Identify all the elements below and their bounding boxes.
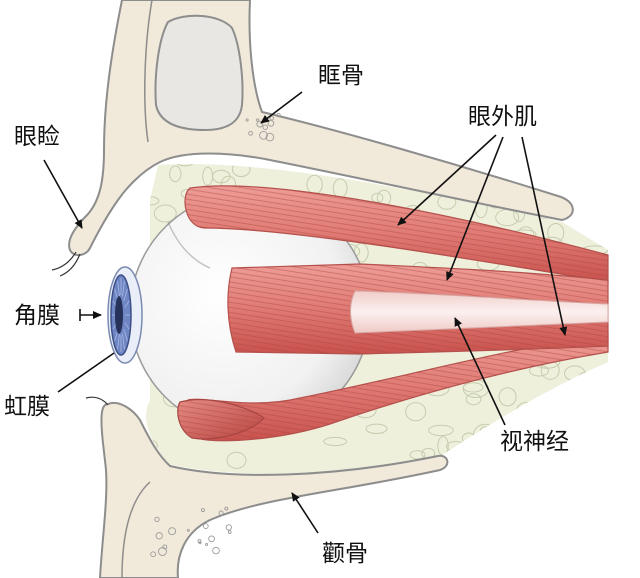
- fat-lobule: [579, 164, 603, 176]
- label-cornea: 角膜: [14, 303, 60, 329]
- bone-pore: [197, 539, 202, 544]
- iris-fiber: [117, 280, 120, 297]
- bone-pore: [186, 528, 190, 532]
- bone-texture-lower: [150, 506, 232, 558]
- fat-lobule: [569, 423, 596, 436]
- fat-lobule: [515, 401, 539, 423]
- fat-lobule: [477, 433, 489, 444]
- bone-pore: [155, 532, 163, 540]
- fat-lobule: [578, 371, 593, 383]
- bone-pore: [245, 118, 249, 122]
- eyelid-pointer: [43, 159, 83, 229]
- optic-nerve: [350, 290, 609, 334]
- orbital-bone-pointer: [260, 91, 303, 124]
- fat-lobule: [323, 436, 348, 447]
- bone-pore: [262, 124, 268, 130]
- bone-pore: [154, 516, 160, 523]
- eyeball-seam: [167, 221, 211, 269]
- iris-fiber: [123, 288, 128, 302]
- bone-pore: [259, 130, 268, 140]
- bone-pore: [256, 118, 260, 122]
- fat-lobule: [583, 171, 596, 184]
- fat-lobule: [567, 402, 581, 418]
- bone-pore: [224, 506, 229, 511]
- iris-pointer: [57, 352, 115, 393]
- fat-lobule: [211, 169, 231, 184]
- bone-pore: [202, 523, 209, 529]
- iris-fibers: [112, 278, 130, 352]
- label-eyelid: 眼睑: [14, 124, 60, 150]
- bone-pore: [200, 508, 205, 513]
- fat-lobule: [597, 222, 609, 234]
- bone-pore: [276, 112, 281, 118]
- upper-eyelash-2: [59, 253, 81, 277]
- fat-lobule: [465, 393, 482, 406]
- bone-pore: [208, 535, 215, 543]
- iris-fiber: [124, 300, 130, 308]
- fat-lobule: [153, 204, 177, 223]
- fat-lobule: [596, 216, 609, 231]
- extraocular-muscle-pointer-inferior: [521, 136, 568, 336]
- fat-lobule: [498, 387, 517, 407]
- label-orbital-bone: 眶骨: [318, 63, 364, 89]
- lower-bone-inner-line: [121, 481, 151, 578]
- superior-rectus-striation: [185, 185, 608, 282]
- pupil: [115, 296, 123, 334]
- frontal-sinus: [154, 14, 244, 132]
- bone-pore: [248, 130, 253, 136]
- upper-eyelash: [51, 251, 77, 271]
- bone-pore: [218, 510, 224, 516]
- fat-lobule: [538, 167, 562, 181]
- bone-pore: [265, 132, 275, 142]
- lower-eyelash: [85, 396, 109, 406]
- bone-pore: [212, 546, 220, 555]
- bone-pore: [168, 527, 177, 536]
- inferior-oblique-striation: [177, 399, 264, 439]
- fat-lobule: [514, 452, 529, 473]
- optic-nerve-pointer: [454, 317, 506, 426]
- fat-lobule: [581, 400, 604, 417]
- extraocular-muscle-pointer-superior: [397, 134, 497, 226]
- fat-lobule: [174, 164, 196, 167]
- fat-lobule: [428, 424, 454, 437]
- iris-fiber: [122, 280, 125, 297]
- bone-pore: [269, 115, 274, 121]
- fat-lobule: [560, 399, 582, 417]
- fat-lobule: [559, 170, 577, 184]
- fat-lobule: [462, 382, 484, 393]
- inferior-rectus-striation: [183, 334, 609, 441]
- label-extraocular-muscles: 眼外肌: [468, 104, 537, 130]
- fat-lobule: [226, 451, 247, 469]
- bone-pore: [256, 120, 264, 128]
- iris-fiber: [124, 322, 130, 330]
- zygomatic-bone-pointer: [291, 492, 319, 534]
- fat-lobule: [405, 402, 427, 422]
- iris-fiber: [117, 333, 120, 350]
- fat-lobule: [555, 406, 572, 424]
- bone-pore: [227, 530, 232, 534]
- fat-lobule: [365, 423, 388, 434]
- bone-pore: [150, 551, 156, 558]
- upper-bone-inner-line: [144, 0, 153, 143]
- bone-pore: [205, 543, 209, 546]
- label-iris: 虹膜: [4, 394, 50, 420]
- label-optic-nerve: 视神经: [500, 429, 569, 455]
- fat-lobule: [169, 165, 182, 183]
- bone-texture-upper: [245, 112, 281, 142]
- bone-pore: [225, 524, 232, 531]
- lower-orbital-bone: [99, 402, 449, 578]
- fat-lobule: [231, 164, 251, 178]
- fat-lobule: [479, 426, 492, 439]
- fat-lobule: [540, 404, 556, 421]
- fat-lobule: [472, 435, 497, 447]
- label-zygomatic-bone: 颧骨: [322, 541, 368, 567]
- iris-fiber: [122, 333, 125, 350]
- iris-fiber: [123, 328, 128, 342]
- bone-pore: [162, 544, 168, 550]
- extraocular-muscle-pointer-lateral: [446, 136, 504, 281]
